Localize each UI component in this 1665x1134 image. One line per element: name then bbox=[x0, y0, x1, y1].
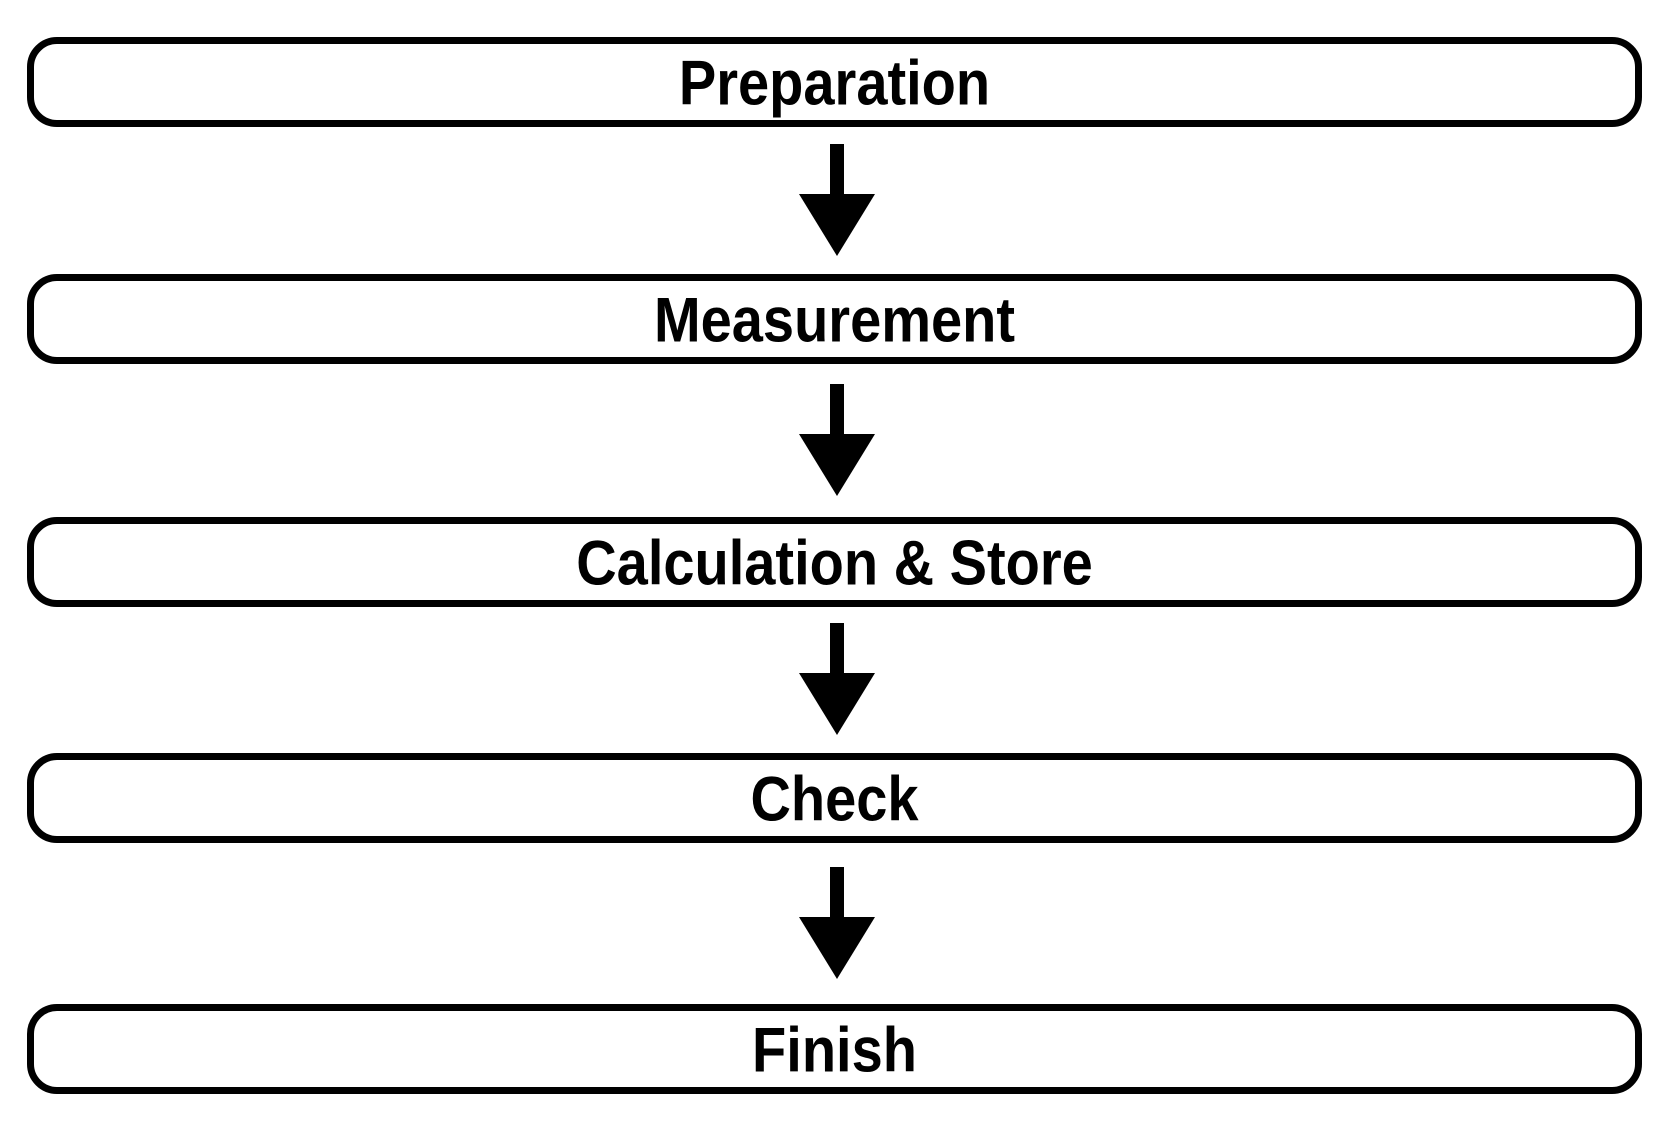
node-calculation-store: Calculation & Store bbox=[27, 517, 1642, 607]
down-arrow-icon bbox=[799, 144, 875, 256]
arrow-head bbox=[799, 434, 875, 496]
node-calculation-store-label: Calculation & Store bbox=[576, 526, 1093, 598]
down-arrow-icon bbox=[799, 867, 875, 979]
arrow-stem bbox=[830, 384, 844, 442]
arrow-stem bbox=[830, 867, 844, 925]
arrow-head bbox=[799, 917, 875, 979]
arrow-head bbox=[799, 673, 875, 735]
node-preparation-label: Preparation bbox=[678, 46, 991, 118]
node-check-label: Check bbox=[750, 762, 919, 834]
down-arrow-icon bbox=[799, 384, 875, 496]
node-measurement: Measurement bbox=[27, 274, 1642, 364]
arrow-head bbox=[799, 194, 875, 256]
down-arrow-icon bbox=[799, 623, 875, 735]
node-measurement-label: Measurement bbox=[653, 283, 1016, 355]
node-check: Check bbox=[27, 753, 1642, 843]
node-preparation: Preparation bbox=[27, 37, 1642, 127]
arrow-stem bbox=[830, 623, 844, 681]
node-finish-label: Finish bbox=[752, 1013, 917, 1085]
arrow-stem bbox=[830, 144, 844, 202]
node-finish: Finish bbox=[27, 1004, 1642, 1094]
